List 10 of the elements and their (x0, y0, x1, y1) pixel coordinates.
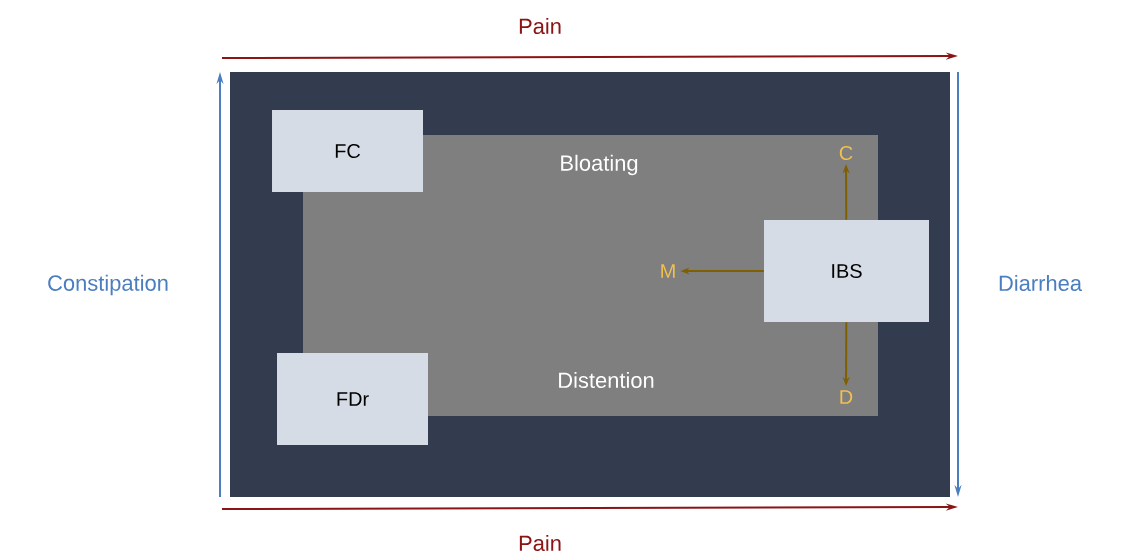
axis-label: Diarrhea (999, 274, 1082, 292)
direction-letter: C (839, 145, 853, 161)
label-box: FDr (277, 353, 428, 445)
axis-label: Pain (519, 534, 561, 552)
label-box: FC (272, 110, 423, 192)
axis-label: Pain (519, 17, 561, 35)
axis-label: Constipation (48, 274, 168, 296)
direction-letter: D (840, 390, 853, 404)
direction-letter: M (661, 264, 675, 278)
label-box: IBS (764, 220, 929, 322)
